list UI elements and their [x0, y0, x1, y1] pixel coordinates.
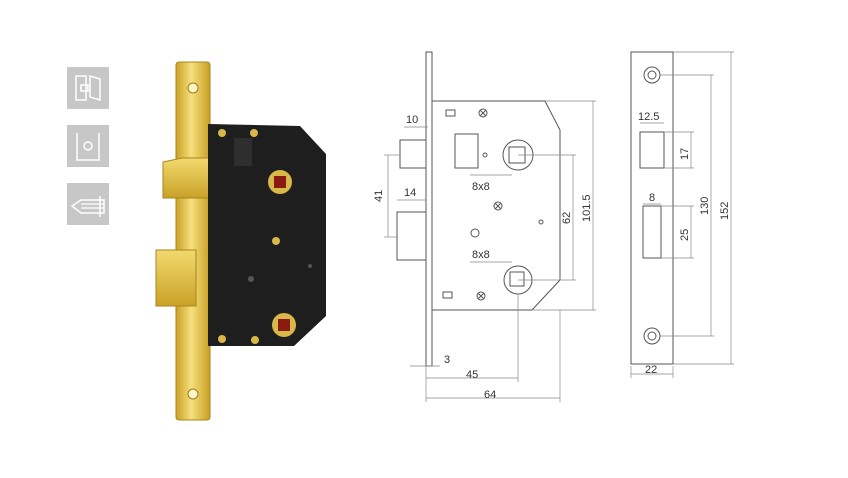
- dim-strike-fixings: 130: [699, 197, 711, 215]
- dim-strike-width: 22: [645, 364, 657, 376]
- mortice-lock-illustration: [155, 61, 326, 421]
- dim-strike-bolt-height: 25: [679, 229, 691, 241]
- dim-latch-width: 10: [406, 114, 418, 126]
- dim-strike-latch-height: 17: [679, 148, 691, 160]
- latch-bolt-icon: [67, 183, 109, 225]
- dim-follower-2: 8x8: [472, 249, 490, 261]
- dim-centres: 62: [561, 212, 573, 224]
- dim-body-height: 101.5: [581, 194, 593, 222]
- dim-backset: 45: [466, 369, 478, 381]
- dim-strike-latch-width: 12.5: [638, 111, 659, 123]
- dim-strike-bolt-width: 8: [649, 192, 655, 204]
- dim-follower-1: 8x8: [472, 181, 490, 193]
- dim-faceplate-thickness: 3: [444, 354, 450, 366]
- dim-strike-length: 152: [719, 202, 731, 220]
- dim-latch-to-bolt: 41: [373, 190, 385, 202]
- keyhole-plate-icon: [67, 125, 109, 167]
- dim-bolt-width: 14: [404, 187, 416, 199]
- door-handle-icon: [67, 67, 109, 109]
- dim-body-depth: 64: [484, 389, 496, 401]
